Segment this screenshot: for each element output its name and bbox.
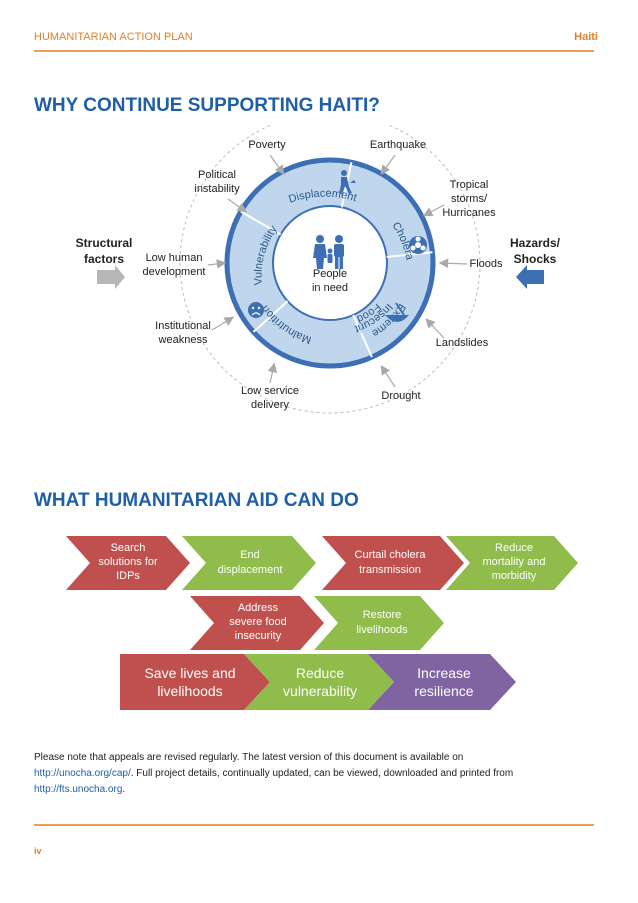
segment-dividers — [240, 162, 433, 358]
svg-text:livelihoods: livelihoods — [157, 683, 222, 699]
footnote-line2: . Full project details, continually upda… — [130, 768, 514, 779]
header-title: HUMANITARIAN ACTION PLAN — [34, 31, 193, 43]
cause-tropical-line3: Hurricanes — [442, 207, 496, 219]
hazards-title-line2: Shocks — [514, 252, 557, 266]
cause-low-service-line1: Low service — [241, 385, 299, 397]
action-reduce-vulnerability: Reduce vulnerability — [244, 654, 394, 710]
section-title-why: WHY CONTINUE SUPPORTING HAITI? — [34, 95, 380, 116]
svg-text:livelihoods: livelihoods — [356, 624, 408, 636]
header-country: Haiti — [574, 31, 598, 43]
svg-text:mortality and: mortality and — [483, 556, 546, 568]
footer-rule — [34, 824, 594, 826]
causes-diagram: Displacement Vulnerability Cholera Malnu… — [0, 125, 561, 414]
cause-poverty: Poverty — [248, 139, 286, 151]
svg-text:End: End — [240, 549, 260, 561]
cause-low-human-line1: Low human — [146, 252, 203, 264]
hazards-title-line1: Hazards/ — [510, 236, 561, 250]
cause-low-service-line2: delivery — [251, 399, 289, 411]
actions-diagram: Search solutions for IDPs End displaceme… — [66, 536, 578, 710]
cause-floods: Floods — [469, 258, 503, 270]
svg-text:Reduce: Reduce — [296, 665, 344, 681]
footnote-line1: Please note that appeals are revised reg… — [34, 752, 464, 763]
action-increase-resilience: Increase resilience — [368, 654, 516, 710]
svg-text:vulnerability: vulnerability — [283, 683, 357, 699]
food-bowl-icon — [385, 302, 409, 322]
svg-text:severe food: severe food — [229, 616, 286, 628]
svg-text:Curtail cholera: Curtail cholera — [355, 549, 427, 561]
action-curtail-cholera: Curtail cholera transmission — [322, 536, 464, 590]
sad-face-icon — [248, 302, 264, 318]
action-reduce-mortality: Reduce mortality and morbidity — [446, 536, 578, 590]
cause-drought: Drought — [381, 390, 420, 402]
cause-low-human-line2: development — [143, 266, 206, 278]
cause-political-line2: instability — [194, 183, 240, 195]
cause-institutional-line2: weakness — [158, 334, 208, 346]
walking-person-icon — [339, 170, 356, 194]
cause-landslides: Landslides — [436, 337, 489, 349]
page-number: iv — [34, 846, 42, 856]
svg-text:insecurity: insecurity — [235, 630, 282, 642]
svg-text:Reduce: Reduce — [495, 542, 533, 554]
svg-text:solutions for: solutions for — [98, 556, 158, 568]
header-rule — [34, 50, 594, 52]
footnote: Please note that appeals are revised reg… — [34, 750, 604, 798]
center-label-line1: People — [313, 268, 347, 280]
biohazard-icon — [409, 236, 427, 254]
svg-text:Address: Address — [238, 602, 279, 614]
structural-arrow-icon — [97, 265, 125, 289]
section-title-what: WHAT HUMANITARIAN AID CAN DO — [34, 490, 359, 511]
cause-tropical-line2: storms/ — [451, 193, 488, 205]
hazards-arrow-icon — [516, 265, 544, 289]
cap-link[interactable]: http://unocha.org/cap/ — [34, 768, 131, 779]
cause-earthquake: Earthquake — [370, 139, 426, 151]
svg-text:morbidity: morbidity — [492, 570, 537, 582]
structural-title-line2: factors — [84, 252, 124, 266]
svg-text:Restore: Restore — [363, 609, 402, 621]
svg-text:Search: Search — [111, 542, 146, 554]
action-search-solutions: Search solutions for IDPs — [66, 536, 190, 590]
action-restore-livelihoods: Restore livelihoods — [314, 596, 444, 650]
cause-arrows — [207, 154, 468, 388]
fts-link[interactable]: http://fts.unocha.org — [34, 784, 123, 795]
family-icon — [313, 235, 344, 269]
outer-dashed-circle — [179, 125, 481, 414]
svg-text:IDPs: IDPs — [116, 570, 140, 582]
action-save-lives: Save lives and livelihoods — [120, 654, 270, 710]
svg-text:transmission: transmission — [359, 564, 421, 576]
cause-tropical-line1: Tropical — [450, 179, 489, 191]
svg-text:Save lives and: Save lives and — [144, 665, 235, 681]
svg-text:resilience: resilience — [414, 683, 473, 699]
action-address-food: Address severe food insecurity — [190, 596, 324, 650]
cause-political-line1: Political — [198, 169, 236, 181]
action-end-displacement: End displacement — [182, 536, 316, 590]
svg-text:Increase: Increase — [417, 665, 471, 681]
center-label-line2: in need — [312, 282, 348, 294]
footnote-end: . — [122, 784, 126, 795]
svg-text:displacement: displacement — [218, 564, 283, 576]
cause-institutional-line1: Institutional — [155, 320, 211, 332]
structural-title-line1: Structural — [76, 236, 133, 250]
